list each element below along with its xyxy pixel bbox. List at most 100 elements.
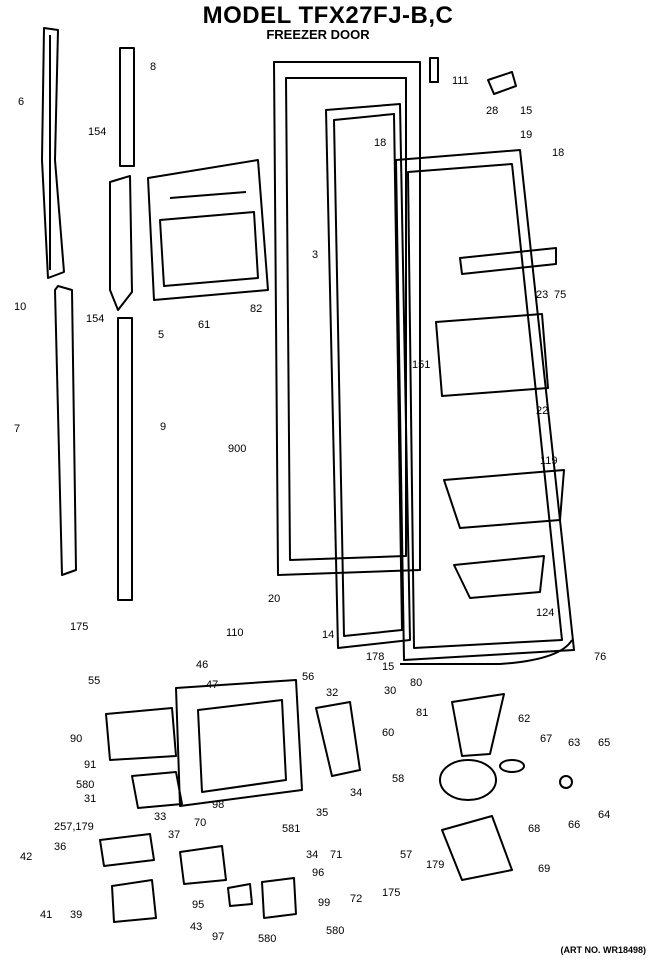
callout-154: 154 <box>86 313 104 325</box>
callout-31: 31 <box>84 793 96 805</box>
wire-76 <box>400 639 573 665</box>
art-number: (ART NO. WR18498) <box>560 945 646 955</box>
callout-68: 68 <box>528 823 540 835</box>
callout-30: 30 <box>384 685 396 697</box>
chute-81 <box>451 693 505 757</box>
callout-15: 15 <box>520 105 532 117</box>
callout-64: 64 <box>598 809 610 821</box>
bin-124 <box>453 555 545 599</box>
callout-63: 63 <box>568 737 580 749</box>
callout-46: 46 <box>196 659 208 671</box>
callout-62: 62 <box>518 713 530 725</box>
callout-72: 72 <box>350 893 362 905</box>
callout-18: 18 <box>374 137 386 149</box>
part-62 <box>499 759 525 773</box>
panel-90 <box>105 707 177 761</box>
callout-178: 178 <box>366 651 384 663</box>
dispenser-cover-22 <box>435 313 549 397</box>
box-39 <box>111 879 157 923</box>
callout-175: 175 <box>382 887 400 899</box>
door-liner <box>395 149 575 661</box>
part-98 <box>179 845 227 885</box>
callout-56: 56 <box>302 671 314 683</box>
callout-66: 66 <box>568 819 580 831</box>
trim-piece-7 <box>54 285 77 576</box>
callout-61: 61 <box>198 319 210 331</box>
callout-39: 39 <box>70 909 82 921</box>
bin-119 <box>443 469 565 529</box>
callout-19: 19 <box>520 129 532 141</box>
part-99 <box>261 877 297 919</box>
callout-580: 580 <box>258 933 276 945</box>
callout-70: 70 <box>194 817 206 829</box>
callout-95: 95 <box>192 899 204 911</box>
callout-71: 71 <box>330 849 342 861</box>
callout-7: 7 <box>14 423 20 435</box>
callout-96: 96 <box>312 867 324 879</box>
callout-111: 111 <box>452 75 469 87</box>
callout-47: 47 <box>206 679 218 691</box>
door-assembly-69 <box>441 815 513 881</box>
bracket-60 <box>315 701 361 777</box>
callout-90: 90 <box>70 733 82 745</box>
callout-34: 34 <box>350 787 362 799</box>
part-111 <box>429 57 439 83</box>
model-title: MODEL TFX27FJ-B,C <box>202 2 454 29</box>
callout-22: 22 <box>536 405 548 417</box>
auger-motor-68 <box>439 759 497 801</box>
callout-81: 81 <box>416 707 428 719</box>
dispenser-housing-32 <box>175 679 303 807</box>
diagram-subtitle: FREEZER DOOR <box>266 27 370 42</box>
callout-20: 20 <box>268 593 280 605</box>
part-95 <box>227 883 253 907</box>
callout-154: 154 <box>88 126 106 138</box>
callout-76: 76 <box>594 651 606 663</box>
callout-10: 10 <box>14 301 26 313</box>
callout-9: 9 <box>160 421 166 433</box>
callout-35: 35 <box>316 807 328 819</box>
callout-36: 36 <box>54 841 66 853</box>
callout-58: 58 <box>392 773 404 785</box>
callout-3: 3 <box>312 249 318 261</box>
callout-110: 110 <box>226 627 244 639</box>
callout-57: 57 <box>400 849 412 861</box>
door-gasket-14 <box>325 103 411 649</box>
door-outer-shell-900 <box>273 61 421 576</box>
callout-6: 6 <box>18 96 24 108</box>
callout-175: 175 <box>70 621 88 633</box>
callout-99: 99 <box>318 897 330 909</box>
callout-42: 42 <box>20 851 32 863</box>
callout-67: 67 <box>540 733 552 745</box>
callout-69: 69 <box>538 863 550 875</box>
callout-14: 14 <box>322 629 334 641</box>
cover-panel-61 <box>147 159 269 301</box>
callout-28: 28 <box>486 105 498 117</box>
callout-257-179: 257,179 <box>54 821 94 833</box>
shelf-23 <box>459 247 557 275</box>
callout-119: 119 <box>540 455 558 467</box>
callout-23: 23 <box>536 289 548 301</box>
callout-41: 41 <box>40 909 52 921</box>
callout-179: 179 <box>426 859 444 871</box>
hinge-cover-8 <box>119 47 135 167</box>
callout-91: 91 <box>84 759 96 771</box>
callout-75: 75 <box>554 289 566 301</box>
drip-tray-31 <box>131 771 183 809</box>
trim-piece-6 <box>41 27 65 279</box>
callout-37: 37 <box>168 829 180 841</box>
bracket-36 <box>99 833 155 867</box>
callout-80: 80 <box>410 677 422 689</box>
callout-98: 98 <box>212 799 224 811</box>
callout-55: 55 <box>88 675 100 687</box>
callout-580: 580 <box>326 925 344 937</box>
callout-82: 82 <box>250 303 262 315</box>
part-28 <box>487 71 517 95</box>
callout-5: 5 <box>158 329 164 341</box>
trim-piece-9 <box>117 317 133 601</box>
callout-65: 65 <box>598 737 610 749</box>
callout-18: 18 <box>552 147 564 159</box>
part-63 <box>559 775 573 789</box>
